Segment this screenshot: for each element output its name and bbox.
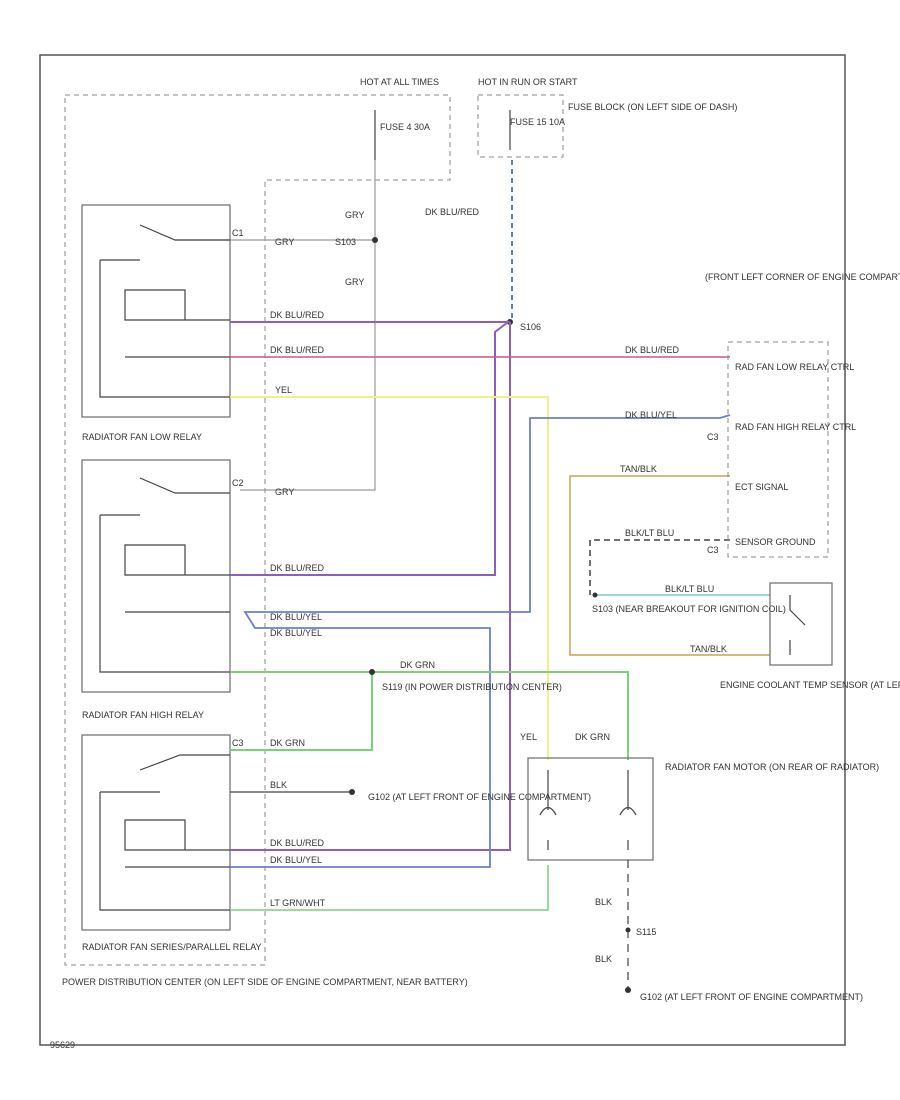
pin-c1: C1 xyxy=(232,228,244,238)
relay-high-coil xyxy=(99,514,230,673)
ground-g102 xyxy=(349,789,355,795)
label-dk-grn-1: DK GRN xyxy=(400,660,435,670)
label-gry-3: GRY xyxy=(275,237,294,247)
wire-green-1 xyxy=(230,671,629,760)
label-pdc: POWER DISTRIBUTION CENTER (ON LEFT SIDE … xyxy=(62,977,468,987)
relay-series-box xyxy=(81,734,231,931)
label-dk-blu-yel-3: DK BLU/YEL xyxy=(270,628,322,638)
label-series-relay: RADIATOR FAN SERIES/PARALLEL RELAY xyxy=(82,942,262,952)
label-low-relay: RADIATOR FAN LOW RELAY xyxy=(82,432,202,442)
label-ect-sensor: ENGINE COOLANT TEMP SENSOR (AT LEFT FRON… xyxy=(720,680,900,690)
fan-motor-symbol xyxy=(539,770,637,850)
label-dk-blu-red-2: DK BLU/RED xyxy=(270,563,325,573)
label-blk-lt-blu-2: BLK/LT BLU xyxy=(665,584,714,594)
pcm-pin-2-desc: RAD FAN HIGH RELAY CTRL xyxy=(735,422,856,432)
label-dk-blu-red-pink: DK BLU/RED xyxy=(270,345,325,355)
ect-sensor-symbol xyxy=(789,595,806,655)
label-blk-lt-blu-1: BLK/LT BLU xyxy=(625,528,674,538)
label-gry-4: GRY xyxy=(275,487,294,497)
pcm-box xyxy=(727,341,829,558)
label-splice-gry: S103 xyxy=(335,237,356,247)
label-gry-2: GRY xyxy=(345,277,364,287)
label-lt-grn-wht: LT GRN/WHT xyxy=(270,898,326,908)
label-dk-blu-yel-1: DK BLU/YEL xyxy=(625,410,677,420)
pin-c3: C3 xyxy=(232,738,244,748)
ground-g102-bottom xyxy=(625,987,631,993)
label-fuse-block: FUSE BLOCK (ON LEFT SIDE OF DASH) xyxy=(568,102,737,112)
splice-s103 xyxy=(592,592,598,598)
pcm-pin-4-id: C3 xyxy=(707,545,719,555)
splice-s115 xyxy=(625,927,631,933)
pcm-pin-2-id: C3 xyxy=(707,432,719,442)
label-yel-2: YEL xyxy=(520,732,537,742)
label-s-ground: S115 xyxy=(636,927,656,937)
label-s-power: S119 (IN POWER DISTRIBUTION CENTER) xyxy=(382,682,562,692)
wire-yellow xyxy=(230,396,549,760)
relay-low-box xyxy=(81,204,231,418)
pin-c2: C2 xyxy=(232,478,244,488)
wire-blue xyxy=(230,414,731,868)
label-tan-blk-2: TAN/BLK xyxy=(690,644,727,654)
wire-sensor-ground xyxy=(589,539,730,595)
label-dk-blu-red-top: DK BLU/RED xyxy=(425,207,480,217)
label-yel-1: YEL xyxy=(275,385,292,395)
label-high-relay: RADIATOR FAN HIGH RELAY xyxy=(82,710,204,720)
label-g-ground: G102 (AT LEFT FRONT OF ENGINE COMPARTMEN… xyxy=(640,992,863,1002)
splice-gray xyxy=(372,237,378,243)
label-fan-motor: RADIATOR FAN MOTOR (ON REAR OF RADIATOR) xyxy=(665,762,879,772)
label-dk-blu-red-3: DK BLU/RED xyxy=(270,838,325,848)
wire-green-2 xyxy=(230,672,373,751)
relay-high-switch xyxy=(139,477,230,494)
wire-gray-feed xyxy=(240,160,376,491)
ect-sensor-box xyxy=(769,582,833,666)
pcm-pin-3-desc: ECT SIGNAL xyxy=(735,482,788,492)
pcm-pin-4-desc: SENSOR GROUND xyxy=(735,537,816,547)
relay-series-switch xyxy=(139,754,230,771)
label-code: 95629 xyxy=(50,1040,75,1050)
label-tan-blk-1: TAN/BLK xyxy=(620,464,657,474)
label-g-front: G102 (AT LEFT FRONT OF ENGINE COMPARTMEN… xyxy=(368,792,591,802)
label-dk-blu-yel-4: DK BLU/YEL xyxy=(270,855,322,865)
label-blk-relay: BLK xyxy=(270,780,287,790)
label-dk-grn-2: DK GRN xyxy=(270,738,305,748)
splice-s119 xyxy=(369,669,375,675)
label-dk-blu-red-pink-r: DK BLU/RED xyxy=(625,345,680,355)
pcm-pin-1-desc: RAD FAN LOW RELAY CTRL xyxy=(735,362,854,372)
fan-motor-box xyxy=(527,757,654,861)
label-dk-grn-3: DK GRN xyxy=(575,732,610,742)
label-dk-blu-yel-2: DK BLU/YEL xyxy=(270,612,322,622)
label-hot-at-all-times: HOT AT ALL TIMES xyxy=(360,77,439,87)
label-hot-in-run: HOT IN RUN OR START xyxy=(478,77,578,87)
relay-series-coil xyxy=(99,791,230,911)
relay-low-switch xyxy=(139,224,230,241)
wire-purple-2 xyxy=(230,322,511,851)
label-pcm: (FRONT LEFT CORNER OF ENGINE COMPARTMENT… xyxy=(705,272,900,282)
relay-high-box xyxy=(81,459,231,693)
wire-green-3 xyxy=(230,865,549,911)
fuse-block-outline xyxy=(477,94,564,158)
label-gry-1: GRY xyxy=(345,210,364,220)
label-blk-2: BLK xyxy=(595,954,612,964)
relay-low-coil xyxy=(99,259,230,398)
label-fuse-a: FUSE 4 30A xyxy=(380,122,430,132)
label-fuse-b: FUSE 15 10A xyxy=(510,117,565,127)
wire-purple-1 xyxy=(230,321,511,576)
fuse-panel-outline xyxy=(64,94,451,966)
wire-tan xyxy=(569,475,770,656)
label-splice-s106: S106 xyxy=(520,322,541,332)
label-s-ignition: S103 (NEAR BREAKOUT FOR IGNITION COIL) xyxy=(592,604,786,614)
label-dk-blu-red-1: DK BLU/RED xyxy=(270,310,325,320)
label-blk-1: BLK xyxy=(595,897,612,907)
outer-frame xyxy=(39,54,846,1046)
